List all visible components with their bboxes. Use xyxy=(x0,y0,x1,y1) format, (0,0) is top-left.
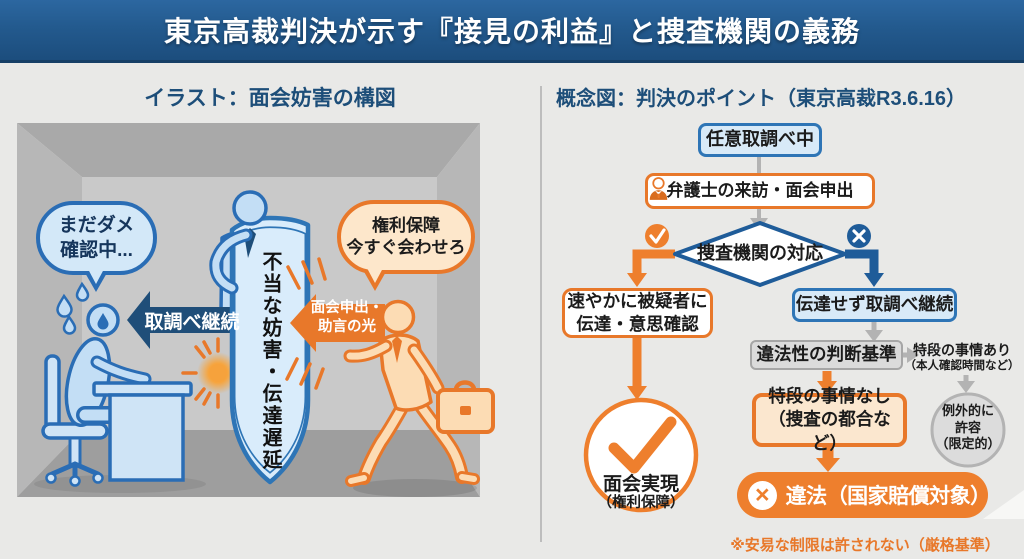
node-voluntary-interrogation: 任意取調べ中 xyxy=(698,123,822,157)
investigator-head xyxy=(209,190,268,295)
bubble-tail xyxy=(88,269,104,284)
node-prompt-convey: 速やかに被疑者に 伝達・意思確認 xyxy=(562,288,713,338)
node-agency-response: 捜査機関の対応 xyxy=(697,243,823,264)
panel-divider xyxy=(540,86,542,542)
briefcase xyxy=(436,380,495,434)
page-curl-decoration xyxy=(983,490,1024,519)
office-chair xyxy=(41,354,109,487)
bubble-tail xyxy=(367,268,383,283)
light-arrow xyxy=(285,257,385,390)
check-icon xyxy=(645,224,669,248)
shield xyxy=(229,215,311,485)
cross-icon xyxy=(847,224,871,248)
cross-icon: × xyxy=(748,480,777,510)
flowchart-panel: 概念図：判決のポイント（東京高裁R3.6.16） xyxy=(540,70,1024,559)
illustration-panel: イラスト：面会妨害の構図 xyxy=(0,70,540,559)
label-meeting-realized: 面会実現 xyxy=(602,474,679,495)
decision-diamond xyxy=(673,221,847,287)
node-label: 違法（国家賠償対象） xyxy=(785,485,992,508)
label-special-circumstances-yes-sub: （本人確認時間など） xyxy=(904,360,1020,372)
interrogation-arrow xyxy=(127,291,242,349)
interrogation-arrow-label: 取調べ継続 xyxy=(144,312,240,333)
label-meeting-realized-sub: （権利保障） xyxy=(597,495,685,511)
burst-icon xyxy=(181,337,239,409)
lawyer-figure xyxy=(343,299,495,487)
page-title: 東京高裁判決が示す『接見の利益』と捜査機関の義務 xyxy=(163,16,860,47)
light-arrow-label: 面会申出・ 助言の光 xyxy=(310,300,384,335)
node-no-special-circumstances: 特段の事情なし （捜査の都合など） xyxy=(752,386,907,453)
suspect-figure xyxy=(56,281,152,427)
lawyer-icon xyxy=(649,177,668,200)
strict-standard-note: ※安易な制限は許されない（厳格基準） xyxy=(730,537,1000,554)
lawyer-speech-bubble: 権利保障 今すぐ会わせろ xyxy=(337,200,475,274)
suspect-speech-bubble: まだダメ 確認中... xyxy=(36,201,157,275)
flowchart-title: 概念図：判決のポイント（東京高裁R3.6.16） xyxy=(556,88,967,110)
illustration-title: イラスト：面会妨害の構図 xyxy=(144,87,396,110)
shield-label: 不当な妨害・伝達遅延 xyxy=(259,251,281,471)
check-icon xyxy=(608,416,677,474)
node-label: 弁護士の来訪・面会申出 xyxy=(666,180,854,200)
desk xyxy=(92,381,193,482)
header-bar: 東京高裁判決が示す『接見の利益』と捜査機関の義務 xyxy=(0,0,1024,63)
meeting-circle xyxy=(583,397,699,513)
node-lawyer-visit: 弁護士の来訪・面会申出 xyxy=(645,173,875,209)
label-exceptional-allowance: 例外的に 許容 （限定的） xyxy=(935,403,1001,452)
flowchart-canvas xyxy=(583,157,1006,513)
exception-circle xyxy=(930,392,1006,468)
node-illegal-result: × 違法（国家賠償対象） xyxy=(737,472,992,518)
label-special-circumstances-yes: 特段の事情あり xyxy=(913,342,1011,358)
node-illegality-criteria: 違法性の判断基準 xyxy=(750,340,903,370)
node-continue-without-convey: 伝達せず取調べ継続 xyxy=(792,288,957,322)
